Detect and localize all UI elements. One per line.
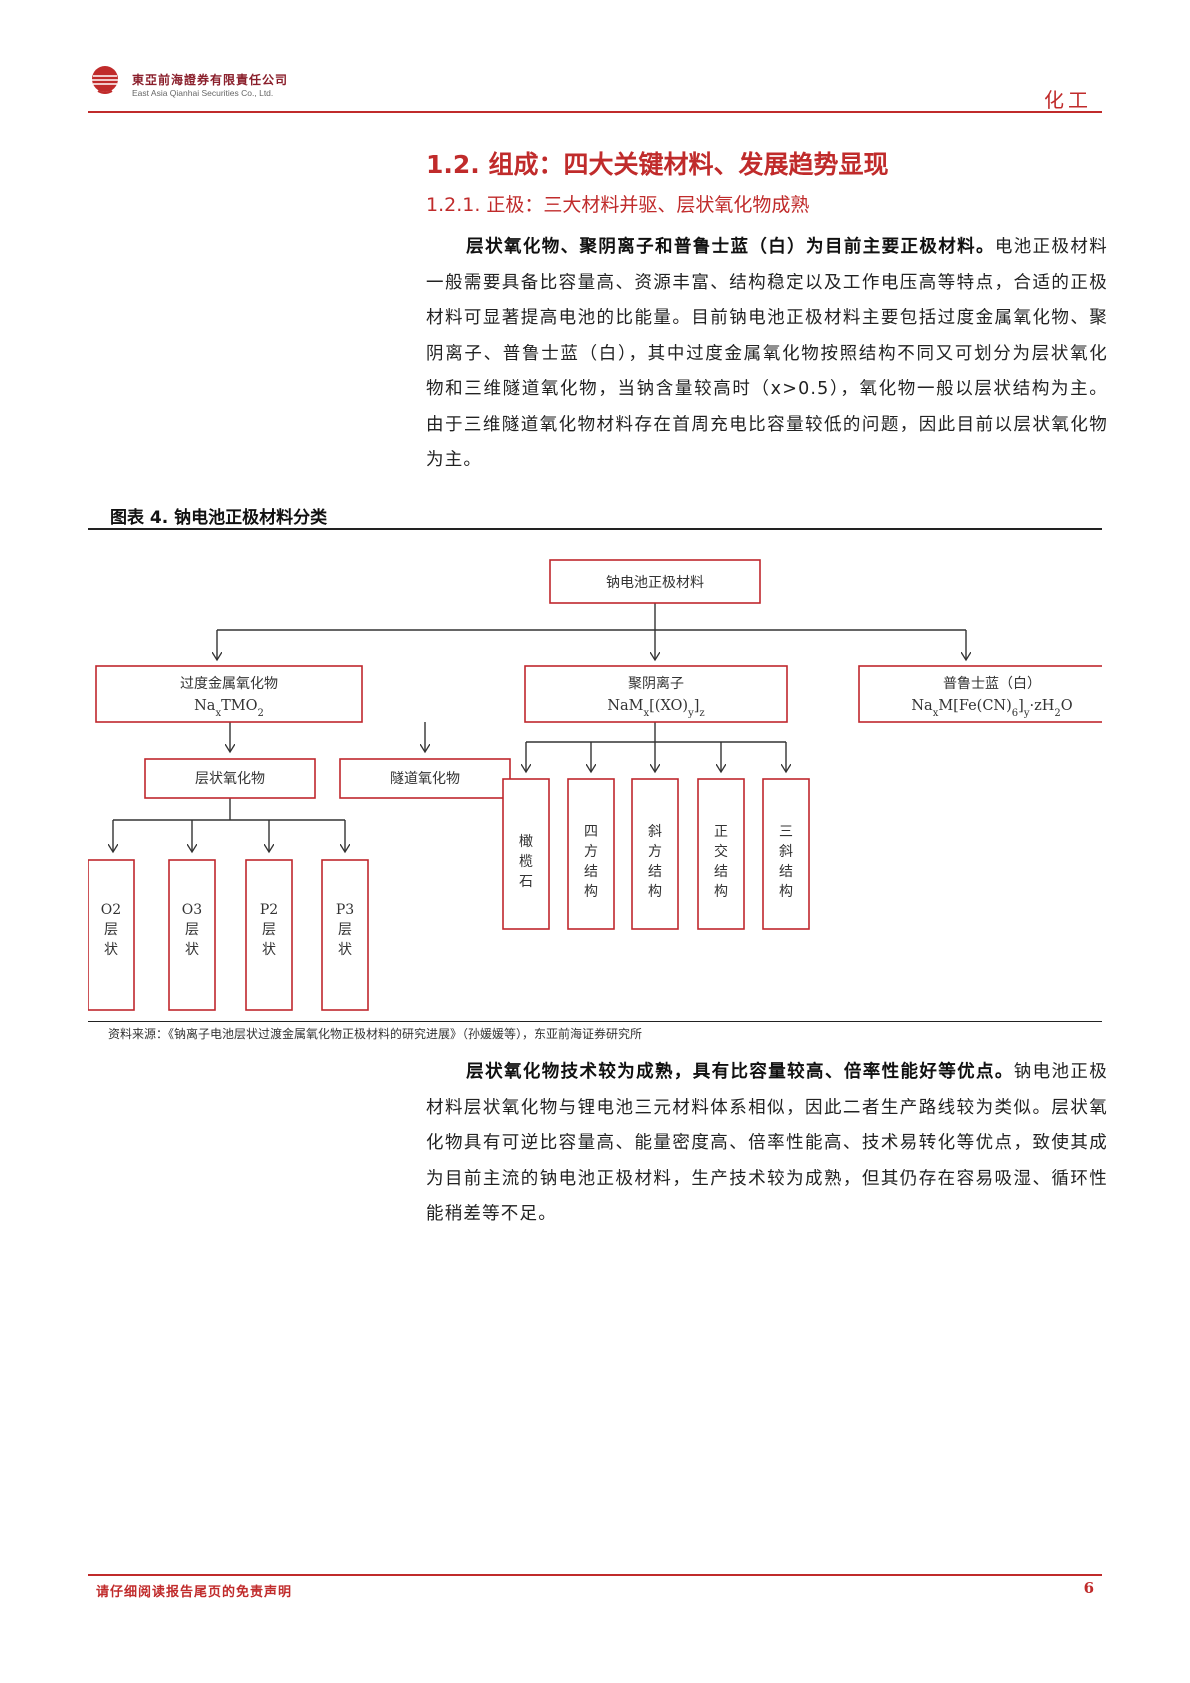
polyanion-type-char: 石 xyxy=(519,874,533,890)
node-polyanion-formula: NaMx[(XO)y]z xyxy=(607,698,704,719)
layered-type-char: 状 xyxy=(262,942,276,958)
subsection-heading: 1.2.1. 正极：三大材料并驱、层状氧化物成熟 xyxy=(426,194,810,216)
disclaimer-note: 请仔细阅读报告尾页的免责声明 xyxy=(96,1585,293,1600)
node-root xyxy=(549,559,761,604)
node-olivine xyxy=(502,778,550,930)
page-number: 6 xyxy=(1083,1579,1094,1597)
paragraph-2: 层状氧化物技术较为成熟，具有比容量较高、倍率性能好等优点。钠电池正极材料层状氧化… xyxy=(426,1055,1108,1233)
polyanion-type-char: 三 xyxy=(779,824,793,840)
layered-type-char: 层 xyxy=(185,922,199,938)
section-heading: 1.2. 组成：四大关键材料、发展趋势显现 xyxy=(426,150,889,179)
paragraph-2-lead: 层状氧化物技术较为成熟，具有比容量较高、倍率性能好等优点。 xyxy=(466,1062,1014,1082)
node-type-p2 xyxy=(245,859,293,1011)
paragraph-1-lead: 层状氧化物、聚阴离子和普鲁士蓝（白）为目前主要正极材料。 xyxy=(466,237,995,257)
figure-source: 资料来源：《钠离子电池层状过渡金属氧化物正极材料的研究进展》（孙媛媛等），东亚前… xyxy=(108,1027,643,1041)
layered-type-char: P2 xyxy=(260,902,278,918)
polyanion-type-char: 方 xyxy=(648,844,662,860)
node-prussian-formula: NaxM[Fe(CN)6]y·zH2O xyxy=(911,698,1072,719)
polyanion-type-char: 橄 xyxy=(519,834,533,850)
layered-type-char: O2 xyxy=(101,902,121,918)
figure-title: 图表 4. 钠电池正极材料分类 xyxy=(110,508,328,528)
polyanion-type-char: 正 xyxy=(714,824,728,840)
node-layered-oxide xyxy=(144,758,316,799)
polyanion-type-char: 斜 xyxy=(779,844,793,860)
company-name-en: East Asia Qianhai Securities Co., Ltd. xyxy=(132,88,274,98)
node-polyanion-label: 聚阴离子 xyxy=(628,675,684,692)
node-root-label: 钠电池正极材料 xyxy=(606,575,704,591)
polyanion-type-char: 结 xyxy=(779,864,793,880)
polyanion-type-char: 构 xyxy=(584,884,598,900)
polyanion-type-char: 结 xyxy=(648,864,662,880)
node-oxide-formula: NaxTMO2 xyxy=(194,698,264,719)
polyanion-type-char: 结 xyxy=(584,864,598,880)
polyanion-type-char: 斜 xyxy=(648,824,662,840)
node-type-o3 xyxy=(168,859,216,1011)
node-tunnel-oxide-label: 隧道氧化物 xyxy=(390,771,460,787)
polyanion-type-char: 四 xyxy=(584,824,598,840)
node-branch-oxide xyxy=(95,665,363,723)
node-prussian-label: 普鲁士蓝（白） xyxy=(943,676,1041,692)
layered-type-char: 层 xyxy=(338,922,352,938)
layered-type-char: 层 xyxy=(104,922,118,938)
figure-bottom-rule xyxy=(88,1021,1102,1022)
paragraph-1: 层状氧化物、聚阴离子和普鲁士蓝（白）为目前主要正极材料。电池正极材料一般需要具备… xyxy=(426,230,1108,479)
company-logo-icon xyxy=(92,66,118,94)
polyanion-type-char: 构 xyxy=(779,884,793,900)
paragraph-1-body: 电池正极材料一般需要具备比容量高、资源丰富、结构稳定以及工作电压高等特点，合适的… xyxy=(426,237,1109,470)
node-branch-polyanion xyxy=(524,665,788,723)
paragraph-2-body: 钠电池正极材料层状氧化物与锂电池三元材料体系相似，因此二者生产路线较为类似。层状… xyxy=(426,1062,1108,1224)
polyanion-type-char: 结 xyxy=(714,864,728,880)
node-type-o2 xyxy=(88,859,135,1011)
layered-type-char: 状 xyxy=(338,942,352,958)
polyanion-type-char: 交 xyxy=(714,843,728,860)
layered-type-char: P3 xyxy=(336,902,354,918)
node-tetragonal xyxy=(567,778,615,930)
layered-type-char: 状 xyxy=(104,942,118,958)
node-layered-oxide-label: 层状氧化物 xyxy=(195,771,265,787)
node-type-p3 xyxy=(321,859,369,1011)
company-name-cn: 東亞前海證券有限責任公司 xyxy=(132,73,289,87)
polyanion-type-char: 构 xyxy=(648,884,662,900)
node-monoclinic xyxy=(631,778,679,930)
node-branch-prussian xyxy=(858,665,1102,723)
layered-type-char: 层 xyxy=(262,922,276,938)
node-orthorhombic xyxy=(697,778,745,930)
polyanion-type-char: 方 xyxy=(584,844,598,860)
polyanion-type-char: 构 xyxy=(714,884,728,900)
classification-diagram: 钠电池正极材料 过度金属氧化物 NaxTMO2 聚阴离子 NaMx[(XO)y]… xyxy=(88,559,1102,1011)
figure-top-rule xyxy=(88,528,1102,530)
node-tunnel-oxide xyxy=(339,758,511,799)
sector-label: 化工 xyxy=(1044,88,1092,112)
header-divider xyxy=(88,111,1102,113)
layered-type-char: 状 xyxy=(185,942,199,958)
polyanion-type-char: 榄 xyxy=(519,854,533,870)
node-oxide-label: 过度金属氧化物 xyxy=(180,676,278,692)
layered-type-char: O3 xyxy=(182,902,202,918)
footer-divider xyxy=(88,1574,1102,1576)
node-triclinic xyxy=(762,778,810,930)
